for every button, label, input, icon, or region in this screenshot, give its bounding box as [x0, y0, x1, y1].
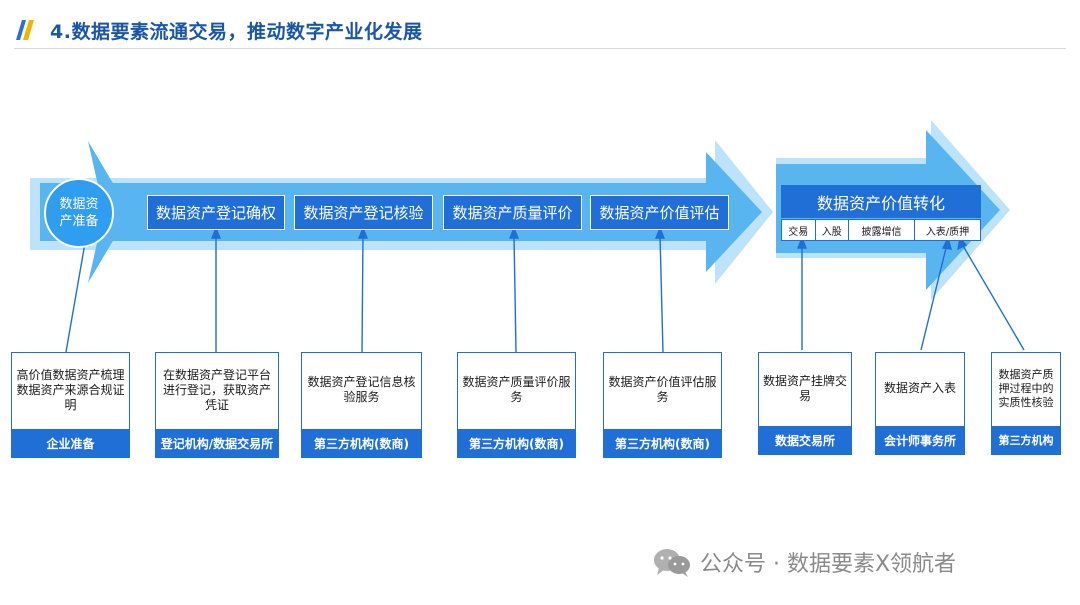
card-label: 会计师事务所 [876, 426, 964, 454]
card-registration-agency: 在数据资产登记平台进行登记，获取资产凭证 登记机构/数据交易所 [155, 352, 279, 458]
watermark-text: 公众号 · 数据要素X领航者 [700, 552, 957, 577]
page-title: 4.数据要素流通交易，推动数字产业化发展 [50, 21, 423, 43]
card-accounting-firm: 数据资产入表 会计师事务所 [875, 352, 965, 455]
sub-item-equity: 入股 [816, 220, 849, 240]
transform-sub-items: 交易 入股 披露增信 入表/质押 [781, 219, 981, 241]
step-registration-confirmation: 数据资产登记确权 [147, 195, 285, 230]
transform-title: 数据资产价值转化 [781, 185, 981, 218]
card-description: 数据资产登记信息核验服务 [307, 375, 416, 404]
slide-marker-icon [16, 20, 34, 40]
sub-item-disclosure-credit: 披露增信 [849, 220, 915, 240]
card-data-exchange: 数据资产挂牌交易 数据交易所 [758, 352, 852, 455]
start-circle-asset-prep: 数据资产准备 [44, 178, 114, 248]
card-label: 数据交易所 [759, 426, 851, 454]
card-label: 企业准备 [12, 429, 129, 457]
step-value-assessment: 数据资产价值评估 [590, 195, 729, 230]
card-label: 登记机构/数据交易所 [156, 429, 278, 457]
card-verification-provider: 数据资产登记信息核验服务 第三方机构(数商) [301, 352, 422, 458]
card-label: 第三方机构(数商) [302, 429, 421, 457]
watermark: 公众号 · 数据要素X领航者 [652, 546, 956, 578]
sub-item-booking-pledge: 入表/质押 [925, 226, 970, 238]
wechat-icon [654, 549, 690, 577]
title-bar: 4.数据要素流通交易，推动数字产业化发展 [14, 14, 1066, 49]
card-label: 第三方机构(数商) [604, 429, 721, 457]
card-description: 数据资产入表 [883, 381, 956, 395]
card-quality-provider: 数据资产质量评价服务 第三方机构(数商) [457, 352, 576, 458]
card-enterprise-prep: 高价值数据资产梳理 数据资产来源合规证明 企业准备 [11, 352, 130, 458]
card-description: 高价值数据资产梳理 数据资产来源合规证明 [16, 367, 125, 412]
card-label: 第三方机构 [992, 426, 1060, 454]
card-description: 在数据资产登记平台进行登记，获取资产凭证 [162, 367, 271, 412]
card-pledge-verifier: 数据资产质押过程中的实质性核验 第三方机构 [991, 352, 1061, 455]
card-description: 数据资产价值评估服务 [608, 375, 717, 404]
card-description: 数据资产挂牌交易 [763, 373, 848, 403]
card-valuation-provider: 数据资产价值评估服务 第三方机构(数商) [603, 352, 722, 458]
card-description: 数据资产质押过程中的实质性核验 [998, 367, 1054, 409]
card-label: 第三方机构(数商) [458, 429, 575, 457]
card-description: 数据资产质量评价服务 [462, 375, 571, 404]
step-registration-verification: 数据资产登记核验 [294, 195, 433, 230]
sub-item-trade: 交易 [782, 220, 816, 240]
step-quality-evaluation: 数据资产质量评价 [443, 195, 582, 230]
